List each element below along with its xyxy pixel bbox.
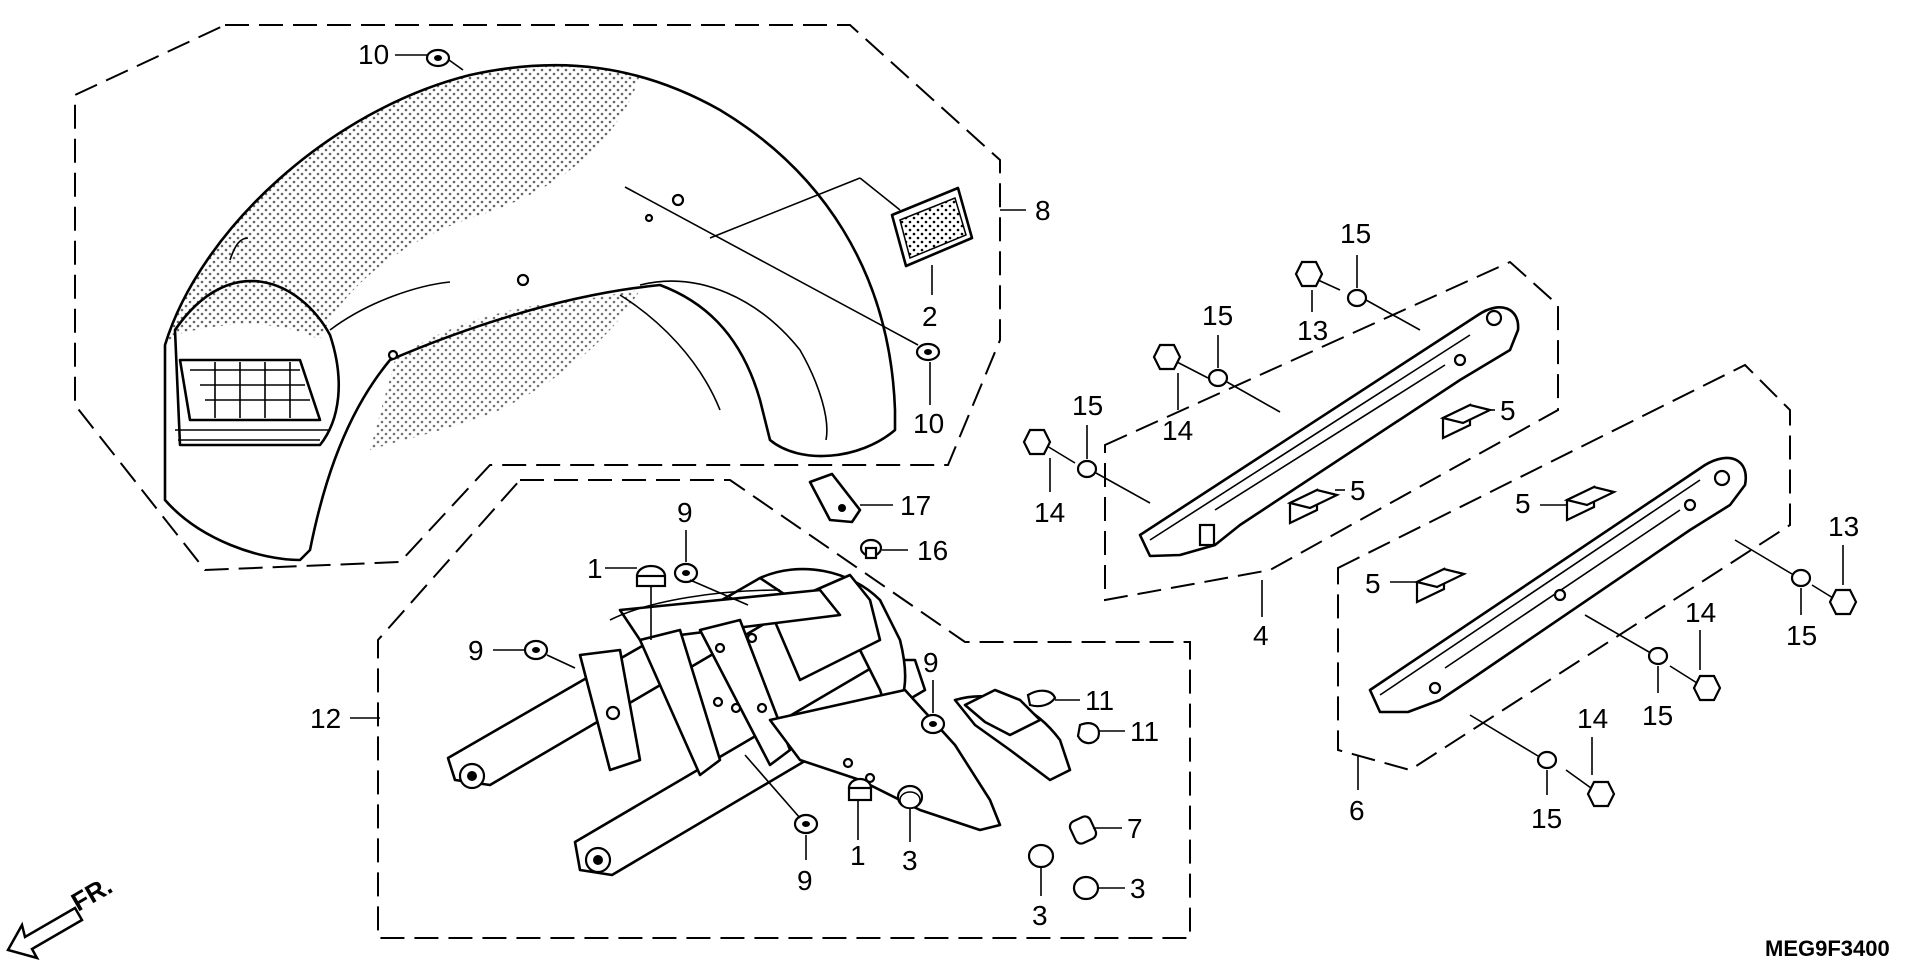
grommet-10-top bbox=[425, 48, 451, 68]
plug-3-b bbox=[1027, 843, 1055, 869]
right-garnish-group-outline bbox=[1337, 363, 1791, 772]
callout-11-top: 11 bbox=[1085, 685, 1114, 716]
screw-16 bbox=[859, 538, 883, 560]
callout-7: 7 bbox=[1127, 813, 1143, 844]
callout-13-right-garnish: 13 bbox=[1828, 511, 1859, 542]
washer-9-d bbox=[793, 813, 819, 835]
callout-15-right-bottom: 15 bbox=[1531, 803, 1562, 834]
callout-3-bottom: 3 bbox=[1032, 900, 1048, 931]
washer-15-d bbox=[1790, 568, 1812, 588]
callout-9-right: 9 bbox=[923, 647, 939, 678]
callout-1-top: 1 bbox=[587, 553, 603, 584]
washer-15-b bbox=[1207, 368, 1229, 388]
cushion-5-a bbox=[1439, 403, 1494, 440]
callout-5-upper-right: 5 bbox=[1500, 395, 1516, 426]
callout-labels: 10 10 8 2 17 16 1 1 9 9 9 9 12 11 11 7 3… bbox=[310, 39, 1859, 931]
fender-frame bbox=[446, 567, 1072, 877]
fender-frame-group-outline bbox=[377, 479, 1191, 939]
diagram-code: MEG9F3400 bbox=[1765, 936, 1890, 960]
washer-9-a bbox=[673, 562, 699, 584]
callout-11-bottom: 11 bbox=[1130, 716, 1159, 747]
callout-3-right: 3 bbox=[1130, 873, 1146, 904]
callout-3-middle: 3 bbox=[902, 845, 918, 876]
callout-15-right-middle: 15 bbox=[1642, 700, 1673, 731]
callout-15-right-top: 15 bbox=[1786, 620, 1817, 651]
washer-15-a bbox=[1346, 288, 1368, 308]
front-direction-arrow: FR. bbox=[6, 870, 117, 960]
callout-14-right-bottom: 14 bbox=[1577, 703, 1608, 734]
callout-9-bottom: 9 bbox=[797, 865, 813, 896]
callout-15-middle: 15 bbox=[1202, 300, 1233, 331]
callout-17: 17 bbox=[900, 490, 931, 521]
collar-7 bbox=[1068, 815, 1098, 845]
rear-fender-group-outline bbox=[74, 24, 1001, 572]
washer-15-c bbox=[1076, 459, 1098, 479]
washer-15-f bbox=[1536, 750, 1558, 770]
cushion-5-c bbox=[1563, 485, 1618, 522]
callout-14-middle: 14 bbox=[1162, 415, 1193, 446]
clip-11-a bbox=[1026, 689, 1057, 708]
callout-2: 2 bbox=[922, 301, 938, 332]
callout-5-lower-left: 5 bbox=[1365, 568, 1381, 599]
callout-14-right-middle: 14 bbox=[1685, 597, 1716, 628]
washer-9-b bbox=[523, 639, 549, 661]
callout-15-top: 15 bbox=[1340, 218, 1371, 249]
callout-5-upper-middle: 5 bbox=[1350, 475, 1366, 506]
callout-16: 16 bbox=[917, 535, 948, 566]
callout-9-top: 9 bbox=[677, 497, 693, 528]
callout-6: 6 bbox=[1349, 795, 1365, 826]
callout-15-left: 15 bbox=[1072, 390, 1103, 421]
left-garnish bbox=[1138, 306, 1520, 558]
plug-3-c bbox=[1072, 875, 1100, 901]
bolt-13-b bbox=[1811, 584, 1858, 616]
cap-1-top bbox=[635, 564, 667, 588]
cushion-5-d bbox=[1413, 567, 1468, 604]
left-garnish-group-outline bbox=[1104, 260, 1559, 602]
callout-10-bottom: 10 bbox=[913, 408, 944, 439]
plug-3-a bbox=[896, 784, 924, 810]
bolt-14-d bbox=[1565, 769, 1616, 808]
cushion-5-b bbox=[1286, 488, 1341, 525]
bolt-14-a bbox=[1152, 343, 1209, 379]
callout-8: 8 bbox=[1035, 195, 1051, 226]
callout-1-bottom: 1 bbox=[850, 840, 866, 871]
grommet-10-bottom bbox=[915, 342, 941, 362]
bolt-13-a bbox=[1294, 260, 1341, 291]
clip-11-b bbox=[1076, 722, 1100, 745]
callout-4: 4 bbox=[1253, 620, 1269, 651]
bolt-14-b bbox=[1022, 428, 1076, 464]
callout-13-left-garnish: 13 bbox=[1297, 315, 1328, 346]
callout-5-lower-top: 5 bbox=[1515, 488, 1531, 519]
washer-9-c bbox=[920, 713, 946, 735]
cap-1-bottom bbox=[847, 777, 873, 802]
washer-15-e bbox=[1647, 646, 1669, 666]
clamp-17 bbox=[808, 472, 862, 524]
bolt-14-c bbox=[1669, 665, 1722, 702]
rear-fender bbox=[163, 63, 897, 562]
callout-14-left: 14 bbox=[1034, 497, 1065, 528]
right-garnish bbox=[1368, 456, 1748, 714]
callout-12: 12 bbox=[310, 703, 341, 734]
callout-10-top: 10 bbox=[358, 39, 389, 70]
rear-reflector bbox=[890, 186, 974, 268]
callout-9-left: 9 bbox=[468, 635, 484, 666]
